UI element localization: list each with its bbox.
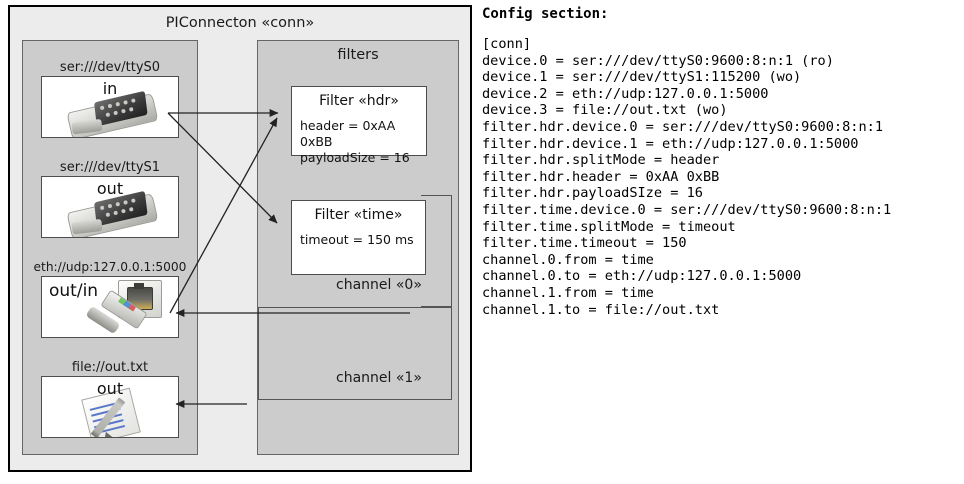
config-heading: Config section: bbox=[482, 6, 609, 22]
device-direction: out/in bbox=[49, 281, 99, 301]
device-label: file://out.txt bbox=[71, 360, 149, 375]
filter-hdr-box[interactable]: Filter «hdr» header = 0xAA 0xBB payloadS… bbox=[291, 86, 427, 165]
channel-0-box[interactable] bbox=[421, 195, 452, 307]
device-eth-udp[interactable]: eth://udp:127.0.0.1:5000 out/in bbox=[34, 259, 186, 338]
config-listing: [conn] device.0 = ser:///dev/ttyS0:9600:… bbox=[482, 36, 892, 318]
device-box[interactable]: out bbox=[41, 376, 179, 438]
filter-property: payloadSize = 16 bbox=[300, 150, 410, 165]
filter-property: header = 0xAA 0xBB bbox=[300, 118, 396, 149]
devices-panel: ser:///dev/ttyS0 in ser:///dev/ttyS1 bbox=[22, 40, 198, 455]
filters-panel: filters Filter «hdr» header = 0xAA 0xBB … bbox=[257, 40, 459, 455]
device-box[interactable]: out bbox=[41, 176, 179, 238]
filter-title: Filter «hdr» bbox=[319, 93, 399, 109]
device-label: ser:///dev/ttyS0 bbox=[59, 60, 161, 75]
connector-component-frame: PIConnecton «conn» ser:///dev/ttyS0 in bbox=[8, 5, 472, 472]
ethernet-jack-icon bbox=[85, 280, 178, 336]
filter-properties: header = 0xAA 0xBB payloadSize = 16 bbox=[292, 118, 426, 166]
device-direction: out bbox=[96, 379, 124, 398]
device-ser-ttyS1[interactable]: ser:///dev/ttyS1 out bbox=[41, 159, 179, 238]
device-box[interactable]: out/in bbox=[41, 276, 179, 338]
component-title: PIConnecton «conn» bbox=[165, 15, 315, 31]
device-label: eth://udp:127.0.0.1:5000 bbox=[33, 260, 187, 274]
device-box[interactable]: in bbox=[41, 76, 179, 138]
filters-panel-title: filters bbox=[337, 47, 379, 63]
text-file-icon bbox=[81, 387, 150, 437]
channel-1-box[interactable] bbox=[258, 307, 452, 400]
config-section: Config section: [conn] device.0 = ser://… bbox=[482, 6, 960, 318]
channel-0-label: channel «0» bbox=[336, 277, 422, 293]
filter-title: Filter «time» bbox=[314, 207, 403, 223]
device-ser-ttyS0[interactable]: ser:///dev/ttyS0 in bbox=[41, 59, 179, 138]
channel-1-label: channel «1» bbox=[336, 370, 422, 386]
filter-property: timeout = 150 ms bbox=[300, 232, 414, 247]
device-direction: out bbox=[96, 179, 124, 198]
device-file-out[interactable]: file://out.txt out bbox=[41, 359, 179, 438]
filter-properties: timeout = 150 ms bbox=[292, 232, 425, 248]
device-label: ser:///dev/ttyS1 bbox=[59, 160, 161, 175]
filter-time-box[interactable]: Filter «time» timeout = 150 ms bbox=[291, 200, 426, 275]
device-direction: in bbox=[102, 79, 118, 98]
